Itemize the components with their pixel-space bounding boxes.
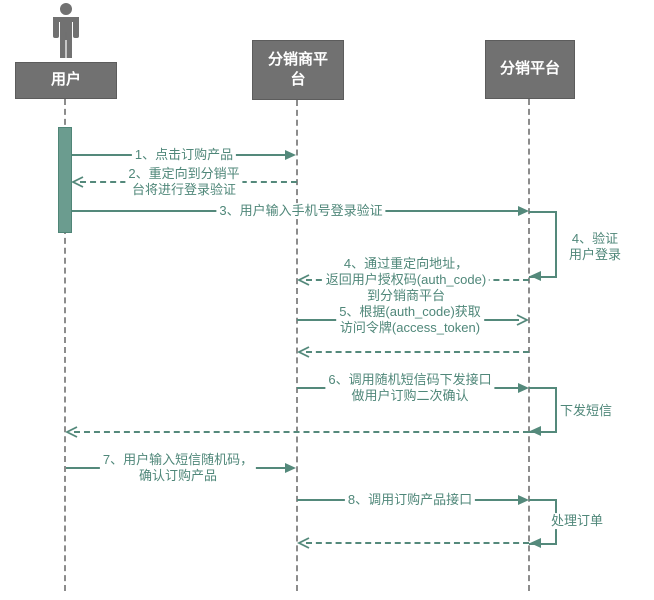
lifeline-distributor-platform xyxy=(296,100,298,591)
arrowhead-right-icon xyxy=(285,150,296,160)
arrowhead-right-icon xyxy=(518,383,529,393)
self-message-send-sms xyxy=(529,387,557,433)
arrowhead-right-icon xyxy=(285,463,296,473)
arrowhead-left-icon xyxy=(530,538,541,548)
open-arrowhead-left-icon xyxy=(297,537,310,549)
return-line xyxy=(306,351,529,353)
return-line xyxy=(306,542,529,544)
message-7-label: 7、用户输入短信随机码， 确认订购产品 xyxy=(99,452,257,484)
self-message-process-order-label: 处理订单 xyxy=(547,513,607,529)
self-message-send-sms-label: 下发短信 xyxy=(556,403,616,419)
lifeline-user xyxy=(64,99,66,591)
lifeline-distribution-platform xyxy=(528,99,530,591)
message-5-label: 5、根据(auth_code)获取 访问令牌(access_token) xyxy=(336,304,484,336)
message-3-label: 3、用户输入手机号登录验证 xyxy=(216,203,386,219)
return-line xyxy=(74,431,529,433)
open-arrowhead-left-icon xyxy=(65,426,78,438)
participant-distribution-platform: 分销平台 xyxy=(485,40,575,99)
arrowhead-left-icon xyxy=(530,271,541,281)
arrowhead-left-icon xyxy=(530,426,541,436)
message-2-label: 2、重定向到分销平 台将进行登录验证 xyxy=(125,166,243,198)
open-arrowhead-left-icon xyxy=(297,346,310,358)
message-4-label: 4、通过重定向地址， 返回用户授权码(auth_code) 到分销商平台 xyxy=(322,256,490,304)
message-6-label: 6、调用随机短信码下发接口 做用户订购二次确认 xyxy=(325,372,495,404)
message-1-label: 1、点击订购产品 xyxy=(131,147,237,163)
activation-bar-user xyxy=(58,127,72,233)
arrowhead-right-icon xyxy=(518,495,529,505)
open-arrowhead-left-icon xyxy=(71,176,84,188)
message-8-label: 8、调用订购产品接口 xyxy=(344,492,476,508)
participant-user: 用户 xyxy=(15,62,117,99)
person-actor-icon xyxy=(48,2,84,64)
participant-distributor-platform: 分销商平 台 xyxy=(252,40,344,100)
arrowhead-right-icon xyxy=(518,206,529,216)
self-message-verify-login-label: 4、验证用户登录 xyxy=(565,231,625,263)
open-arrowhead-right-icon xyxy=(516,314,529,326)
self-message-verify-login xyxy=(529,211,557,278)
open-arrowhead-left-icon xyxy=(297,274,310,286)
